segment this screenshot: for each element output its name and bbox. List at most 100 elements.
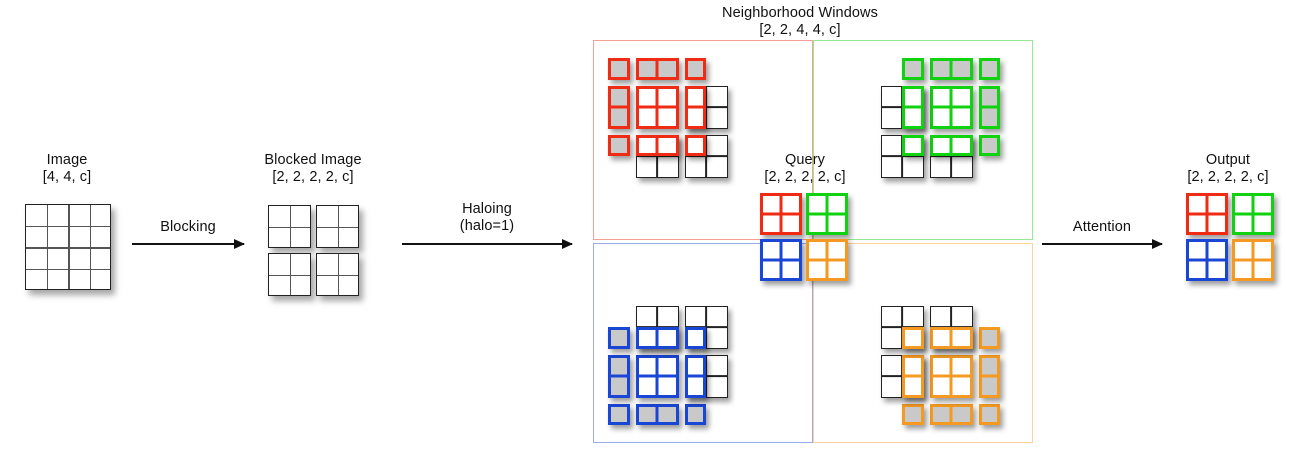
window-tl-halo-left-a	[608, 85, 630, 129]
window-br-query-block-hline	[932, 374, 970, 378]
image-label: Image[4, 4, c]	[7, 152, 127, 186]
query-block-orange-hline	[809, 258, 845, 262]
window-bl-query-block-hline	[638, 374, 676, 378]
window-bl-right-overlap	[684, 354, 706, 398]
neighborhood-windows-label-title: Neighborhood Windows	[722, 5, 878, 21]
window-tl-diag-white-hline	[685, 155, 727, 157]
output-block-blue-hline	[1189, 258, 1225, 262]
query-block-orange	[806, 239, 848, 281]
window-tl-diag-overlap	[684, 134, 706, 156]
window-tr-halo-top-b	[902, 58, 924, 80]
arrow-blocking-label-main: Blocking	[160, 219, 216, 235]
arrow-attention-label: Attention	[1030, 219, 1174, 236]
blocked-image-block-3	[316, 253, 359, 296]
window-tr-bottom-overlap	[929, 134, 973, 156]
window-tr-halo-left-a	[978, 85, 1000, 129]
window-tr-query-block-hline	[932, 105, 970, 109]
blocked-image-block-0	[268, 205, 311, 248]
window-br-diag-overlap	[902, 327, 924, 349]
window-bl-halo-top-a-vline	[655, 406, 659, 422]
query-block-blue	[760, 239, 802, 281]
arrow-attention-line	[1042, 239, 1163, 249]
image-label-title: Image	[46, 152, 88, 168]
window-tr-halo-left-a-hline	[981, 105, 997, 109]
image-grid	[25, 204, 111, 290]
arrow-haloing-line	[402, 239, 573, 249]
blocked-image-block-2	[268, 253, 311, 296]
window-br-halo-top-a	[929, 403, 973, 425]
window-tl-halo-top-b	[684, 58, 706, 80]
window-br-halo-left-a-hline	[981, 374, 997, 378]
window-br-halo-top-b	[902, 403, 924, 425]
window-tr-right-overlap	[902, 85, 924, 129]
window-tr-halo-left-b	[978, 134, 1000, 156]
window-tr-halo-corner	[978, 58, 1000, 80]
blocked-image-block-2-vline-1	[289, 254, 292, 295]
window-tl-halo-left-a-hline	[611, 105, 627, 109]
window-tr-halo-top-a-vline	[949, 61, 953, 77]
query-block-blue-hline	[763, 258, 799, 262]
window-tl-halo-corner	[608, 58, 630, 80]
output-block-green-hline	[1235, 212, 1271, 216]
window-tr-bottom-overlap-vline	[949, 137, 953, 153]
neighborhood-windows-label-shape: [2, 2, 4, 4, c]	[759, 22, 841, 38]
blocked-image-block-1	[316, 205, 359, 248]
window-quadrant-top-right	[813, 40, 1033, 240]
output-block-blue	[1186, 239, 1228, 281]
window-bl-halo-left-a	[608, 354, 630, 398]
query-block-green	[806, 193, 848, 235]
window-quadrant-bottom-left	[593, 243, 813, 443]
window-br-bottom-overlap-vline	[949, 330, 953, 346]
image-label-shape: [4, 4, c]	[42, 169, 92, 185]
window-br-query-block	[929, 354, 973, 398]
image-grid-vline-1	[46, 205, 49, 289]
window-bl-halo-corner	[608, 403, 630, 425]
window-tl-right-white-hline	[685, 106, 727, 108]
window-quadrant-bottom-right	[813, 243, 1033, 443]
image-grid-hline-3	[26, 268, 110, 271]
output-block-orange	[1232, 239, 1274, 281]
window-tl-bottom-overlap-vline	[655, 137, 659, 153]
window-quadrant-top-left	[593, 40, 813, 240]
blocked-image-block-1-vline-1	[337, 206, 340, 247]
window-bl-diag-overlap	[684, 327, 706, 349]
arrow-haloing-label-main: Haloing	[462, 201, 512, 217]
output-label-shape: [2, 2, 2, 2, c]	[1187, 169, 1269, 185]
blocked-image-block-0-hline-1	[269, 226, 310, 229]
window-bl-bottom-overlap-vline	[655, 330, 659, 346]
neighborhood-windows-label: Neighborhood Windows[2, 2, 4, 4, c]	[640, 5, 960, 39]
query-block-green-hline	[809, 212, 845, 216]
output-block-red-hline	[1189, 212, 1225, 216]
window-tl-halo-top-a	[635, 58, 679, 80]
image-grid-hline-2	[26, 247, 110, 249]
query-block-red	[760, 193, 802, 235]
output-block-orange-hline	[1235, 258, 1271, 262]
blocked-image-block-3-hline-1	[317, 274, 358, 277]
window-tl-query-block	[635, 85, 679, 129]
query-block-red-hline	[763, 212, 799, 216]
image-grid-vline-2	[68, 205, 70, 289]
blocked-image-block-2-hline-1	[269, 274, 310, 277]
window-bl-bottom-overlap	[635, 327, 679, 349]
window-br-bottom-overlap	[929, 327, 973, 349]
query-label: Query[2, 2, 2, 2, c]	[745, 152, 865, 186]
arrow-blocking-line	[132, 239, 245, 249]
arrow-haloing-label: Haloing(halo=1)	[390, 201, 584, 235]
window-tl-halo-left-b	[608, 134, 630, 156]
window-tr-diag-white-hline	[881, 155, 923, 157]
window-tl-bottom-overlap	[635, 134, 679, 156]
arrow-haloing-label-sub: (halo=1)	[459, 218, 515, 234]
window-bl-right-white-hline	[685, 375, 727, 377]
window-tr-query-block	[929, 85, 973, 129]
window-bl-query-block	[635, 354, 679, 398]
window-tr-right-overlap-hline	[905, 105, 921, 109]
window-bl-halo-left-a-hline	[611, 374, 627, 378]
output-block-red	[1186, 193, 1228, 235]
window-br-right-overlap-hline	[905, 374, 921, 378]
window-tl-right-overlap-hline	[687, 105, 703, 109]
window-tr-bottom-white-hline	[930, 155, 972, 157]
image-grid-vline-3	[89, 205, 92, 289]
arrow-attention-label-main: Attention	[1072, 219, 1132, 235]
output-block-green	[1232, 193, 1274, 235]
